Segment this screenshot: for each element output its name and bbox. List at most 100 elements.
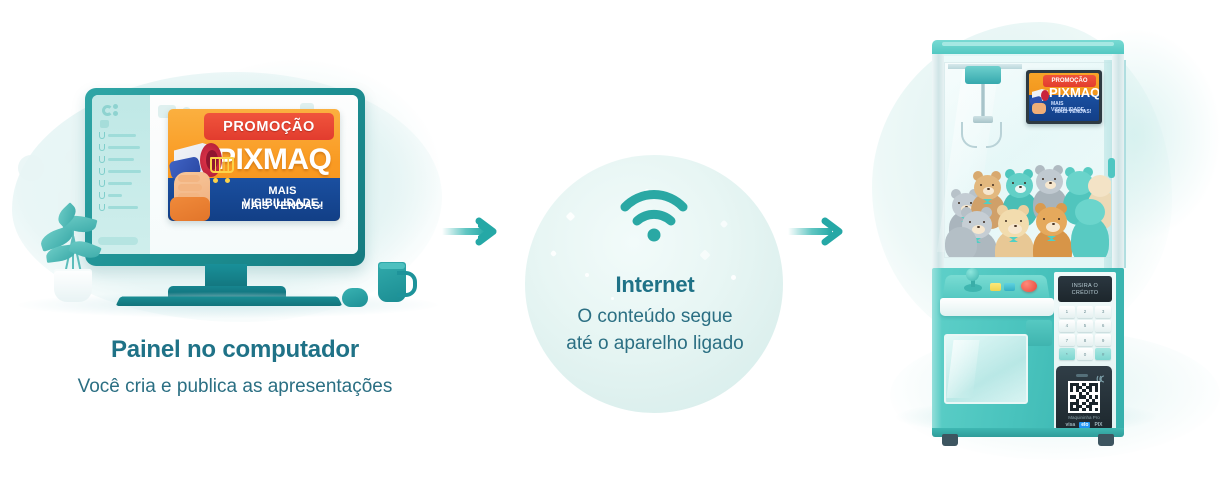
plant-pot	[54, 269, 92, 302]
step-title-internet: Internet	[615, 272, 695, 297]
machine-foot-left	[942, 434, 958, 446]
claw-head	[965, 66, 1001, 84]
keyboard	[115, 296, 343, 306]
terminal-led	[1076, 374, 1088, 377]
arrow-internet-to-machine	[788, 215, 848, 249]
machine-post-right	[1112, 54, 1124, 270]
keypad-key[interactable]: 2	[1077, 306, 1093, 318]
sidebar-item[interactable]	[99, 204, 145, 211]
sidebar-item[interactable]	[99, 192, 145, 199]
sparkle	[719, 219, 729, 229]
step-subtitle-computer: Você cria e publica as apresentações	[77, 376, 393, 397]
claw-finger	[961, 122, 977, 148]
ghost-thumb	[300, 103, 314, 113]
machine-display-screen: PROMOÇÃO PIXMAQ MAIS VISIBILIDADE, MAIS …	[1026, 70, 1102, 124]
coffee-mug	[378, 262, 417, 302]
pix-logo: PIX	[1094, 422, 1103, 428]
mouse	[342, 288, 368, 307]
arrow-computer-to-internet	[442, 215, 502, 249]
keypad-key[interactable]: 5	[1077, 320, 1093, 332]
control-deck-lip	[940, 298, 1054, 316]
machine-screen-headline: PROMOÇÃO	[1043, 75, 1096, 87]
sidebar-item[interactable]	[99, 180, 145, 187]
button-red[interactable]	[1021, 280, 1037, 292]
step-title-computer: Painel no computador	[110, 336, 360, 363]
poster-headline-band: PROMOÇÃO	[204, 113, 334, 140]
machine-body-highlight	[932, 268, 942, 436]
megaphone-icon	[1029, 87, 1052, 114]
step-subtitle-internet-line1: O conteúdo segue	[577, 306, 733, 327]
step-internet: Internet O conteúdo segue até o aparelho…	[520, 0, 790, 493]
keypad-key[interactable]: 1	[1059, 306, 1075, 318]
app-content-pane: PROMOÇÃO PIXMAQ MAIS VISIBILIDADE, MAIS …	[150, 95, 358, 254]
elo-logo: elo	[1079, 422, 1091, 428]
check-icon	[99, 204, 105, 211]
caption-internet: Internet O conteúdo segue até o aparelho…	[520, 272, 790, 358]
shopping-cart-icon	[208, 157, 236, 183]
claw-hub	[973, 116, 993, 123]
keypad-key[interactable]: 7	[1059, 334, 1075, 346]
claw-machine: PROMOÇÃO PIXMAQ MAIS VISIBILIDADE, MAIS …	[928, 40, 1128, 450]
app-sidebar	[92, 95, 150, 254]
credit-display-line2: CRÉDITO	[1071, 289, 1099, 296]
sparkle	[549, 249, 558, 258]
machine-base-strip	[932, 428, 1124, 437]
pix-payment-terminal[interactable]: Maquininha Pro visa elo PIX	[1056, 366, 1112, 432]
step-subtitle-internet: O conteúdo segue até o aparelho ligado	[520, 304, 790, 358]
machine-top-cap	[932, 40, 1124, 56]
keypad-key[interactable]: 0	[1077, 348, 1093, 360]
check-icon	[99, 192, 105, 199]
keypad-key[interactable]: 3	[1095, 306, 1111, 318]
sidebar-item[interactable]	[99, 156, 145, 163]
step-subtitle-internet-line2: até o aparelho ligado	[566, 332, 744, 354]
check-icon	[99, 144, 105, 151]
sidebar-footer-pill	[98, 237, 138, 245]
joystick-base	[964, 284, 982, 292]
machine-screen-tagline2: MAIS VENDAS!	[1055, 109, 1092, 115]
claw-rod	[981, 84, 985, 118]
caption-computer: Painel no computador Você cria e publica…	[0, 336, 470, 398]
sparkle	[611, 297, 614, 300]
poster-headline: PROMOÇÃO	[223, 118, 315, 135]
potted-plant	[38, 202, 106, 302]
button-teal[interactable]	[1004, 283, 1015, 291]
nfc-icon	[1096, 371, 1106, 383]
check-icon	[99, 180, 105, 187]
poster-tagline-line1: MAIS VISIBILIDADE,	[243, 185, 322, 209]
machine-screen-brand: PIXMAQ	[1049, 85, 1099, 100]
credit-display: INSIRA O CRÉDITO	[1058, 276, 1112, 302]
check-icon	[99, 156, 105, 163]
sidebar-badge-icon	[100, 120, 109, 128]
keypad-key[interactable]: 8	[1077, 334, 1093, 346]
qr-code	[1068, 381, 1100, 413]
check-icon	[99, 132, 105, 139]
sidebar-item[interactable]	[99, 132, 145, 139]
sparkle	[585, 273, 589, 277]
poster-brand-band: PIXMAQ	[216, 142, 338, 178]
terminal-label: Maquininha Pro	[1068, 415, 1100, 420]
machine-foot-right	[1098, 434, 1114, 446]
joystick[interactable]	[966, 268, 979, 281]
sidebar-item[interactable]	[99, 144, 145, 151]
sparkle	[565, 211, 576, 222]
promo-poster: PROMOÇÃO PIXMAQ MAIS VISIBILIDADE, MAIS …	[168, 109, 340, 221]
machine-door-latch[interactable]	[1108, 158, 1115, 178]
keypad-key[interactable]: 9	[1095, 334, 1111, 346]
wifi-icon	[617, 187, 691, 243]
button-yellow[interactable]	[990, 283, 1001, 291]
monitor-stand-neck	[205, 264, 247, 290]
app-logo-icon	[102, 104, 122, 118]
sidebar-item[interactable]	[99, 168, 145, 175]
keypad-key[interactable]: 6	[1095, 320, 1111, 332]
poster-tagline-line2: MAIS VENDAS!	[241, 200, 324, 212]
coin-slot[interactable]	[1026, 320, 1052, 346]
keypad[interactable]: 1 2 3 4 5 6 7 8 9 * 0 #	[1059, 306, 1111, 360]
poster-brand: PIXMAQ	[216, 143, 332, 176]
keypad-key[interactable]: #	[1095, 348, 1111, 360]
step-claw-machine: PROMOÇÃO PIXMAQ MAIS VISIBILIDADE, MAIS …	[850, 0, 1224, 493]
keypad-key[interactable]: 4	[1059, 320, 1075, 332]
plush-toy-pile	[945, 165, 1111, 257]
keypad-key[interactable]: *	[1059, 348, 1075, 360]
desktop-monitor: PROMOÇÃO PIXMAQ MAIS VISIBILIDADE, MAIS …	[85, 88, 365, 266]
